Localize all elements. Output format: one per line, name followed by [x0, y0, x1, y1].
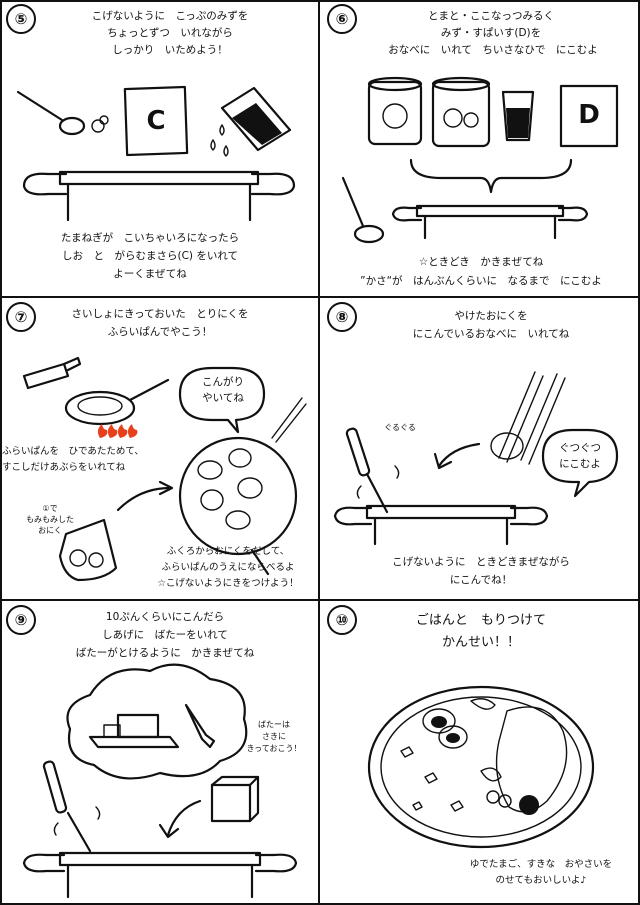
spoon-icon: [16, 90, 109, 136]
arrow-icon: [116, 486, 172, 512]
step-title-line: しあげに ばたーをいれて: [102, 629, 228, 641]
step-10-illustration: [367, 685, 595, 849]
rice-icon: [495, 706, 568, 813]
step-title-line: しっかり いためよう！: [112, 44, 228, 56]
bubble-text: ぐつぐつ: [559, 442, 601, 454]
frying-pan-icon: [64, 378, 170, 426]
ladle-icon: [345, 427, 400, 514]
bubble-text: こんがり: [202, 376, 244, 388]
pan-with-chicken-icon: [178, 436, 298, 576]
step-title-line: さいしょにきっておいた とりにくを: [71, 308, 249, 320]
step-number: ⑨: [6, 605, 36, 635]
step-title-line: みず・すぱいす(D)を: [440, 27, 542, 39]
butter-dish-icon: [88, 713, 180, 749]
step-9-panel: ⑨ 10ぷんくらいにこんだら しあげに ばたーをいれて ばたーがとけるように か…: [0, 601, 318, 904]
knife-icon: [184, 703, 216, 749]
ladle-icon: [42, 760, 101, 853]
step-instruction-line: のせてもおいしいよ♪: [495, 875, 587, 886]
water-glass-icon: [501, 90, 535, 142]
step-instruction-line: ”かさ“が はんぶんくらいに なるまで にこむよ: [360, 275, 602, 287]
arrow-icon: [166, 799, 202, 837]
pot-icon: [391, 204, 589, 240]
step-7-panel: ⑦ さいしょにきっておいた とりにくを ふらいぱんでやこう！: [0, 298, 318, 599]
step-title-line: ごはんと もりつけて: [415, 613, 547, 628]
step-title-line: おなべに いれて ちいさなひで にこむよ: [388, 44, 598, 56]
step-title-line: ばたーがとけるように かきまぜてね: [75, 647, 255, 659]
oil-bottle-icon: [22, 356, 82, 390]
step-number: ⑦: [6, 302, 36, 332]
left-note-line: ふらいぱんを ひであたためて、: [2, 446, 144, 457]
step-10-panel: ⑩ ごはんと もりつけて かんせい！！: [321, 601, 639, 904]
step-7-illustration: [22, 356, 307, 582]
step-instruction-line: ☆こげないようにきをつけよう！: [157, 578, 299, 589]
step-title-line: にこんでいるおなべに いれてね: [412, 328, 570, 340]
step-number: ⑥: [327, 4, 357, 34]
bubble-text: にこむよ: [559, 458, 601, 470]
vegetables-icon: [470, 698, 539, 815]
chopsticks-with-chicken-icon: [490, 371, 566, 465]
step-6-illustration: [341, 76, 619, 244]
butter-cube-icon: [210, 775, 260, 823]
step-instruction-line: ふくろからおにくをだして、: [166, 546, 290, 557]
step-5-panel: ⑤ こげないように こっぷのみずを ちょっとずつ いれながら しっかり いためよ…: [0, 0, 318, 296]
pot-icon: [22, 170, 296, 222]
bubble-text: やいてね: [202, 392, 244, 404]
step-number: ⑤: [6, 4, 36, 34]
step-instruction-line: よーくまぜてね: [113, 268, 187, 280]
step-5-illustration: [16, 85, 296, 222]
flame-icon: [97, 424, 138, 438]
curry-chunks-icon: [400, 746, 464, 812]
step-title-line: ちょっとずつ いれながら: [107, 27, 233, 39]
bag-note-line: おにく: [38, 526, 62, 535]
step-8-illustration: [333, 371, 619, 546]
step-instruction-line: こげないように ときどきまぜながら: [392, 556, 570, 568]
spice-card-label: D: [578, 100, 600, 130]
step-instruction-line: たまねぎが こいちゃいろになったら: [60, 232, 240, 244]
coconut-can-icon: [431, 76, 491, 148]
arrow-icon: [437, 442, 481, 468]
step-instruction-line: にこんでね！: [449, 574, 513, 586]
step-6-panel: ⑥ とまと・ここなっつみるく みず・すぱいす(D)を おなべに いれて ちいさな…: [321, 0, 639, 296]
step-instruction-line: ふらいぱんのうえにならべるよ: [161, 562, 295, 573]
spice-card-d: [559, 84, 619, 148]
step-instruction-line: ☆ときどき かきまぜてね: [418, 256, 544, 268]
marinade-bag-icon: [58, 518, 118, 582]
step-9-illustration: [22, 663, 298, 899]
brace-icon: [409, 158, 573, 194]
ladle-icon: [341, 176, 385, 244]
step-instruction-line: ゆでたまご、すきな おやさいを: [469, 859, 613, 870]
plate-icon: [367, 685, 595, 849]
boiled-egg-icon: [422, 708, 468, 749]
step-title-line: かんせい！！: [441, 635, 520, 650]
glass-icon: [210, 86, 292, 157]
spice-card-label: C: [146, 106, 166, 136]
step-number: ⑩: [327, 605, 357, 635]
stir-label: ぐるぐる: [384, 423, 416, 432]
side-note-line: きっておこう！: [246, 744, 302, 753]
step-instruction-line: しお と がらむまさら(C) をいれて: [61, 250, 239, 262]
pot-icon: [22, 851, 298, 899]
spice-card-c: [123, 85, 189, 157]
step-title-line: とまと・ここなっつみるく: [428, 10, 554, 22]
step-title-line: こげないように こっぷのみずを: [91, 10, 249, 22]
thought-cloud-icon: [66, 663, 248, 780]
speech-bubble: [541, 428, 619, 498]
step-title-line: 10ぷんくらいにこんだら: [105, 611, 225, 623]
chopsticks-icon: [271, 397, 307, 443]
bag-note-line: ①で: [42, 504, 58, 513]
bag-note-line: もみもみした: [26, 515, 74, 524]
pot-icon: [333, 504, 549, 546]
step-title-line: やけたおにくを: [454, 310, 528, 322]
tomato-can-icon: [367, 76, 423, 146]
step-8-panel: ⑧ やけたおにくを にこんでいるおなべに いれてね: [321, 298, 639, 599]
side-note-line: さきに: [262, 732, 286, 741]
step-title-line: ふらいぱんでやこう！: [107, 326, 213, 338]
speech-bubble: [178, 366, 266, 434]
side-note-line: ばたーは: [258, 720, 290, 729]
step-number: ⑧: [327, 302, 357, 332]
left-note-line: すこしだけあぶらをいれてね: [2, 462, 126, 473]
